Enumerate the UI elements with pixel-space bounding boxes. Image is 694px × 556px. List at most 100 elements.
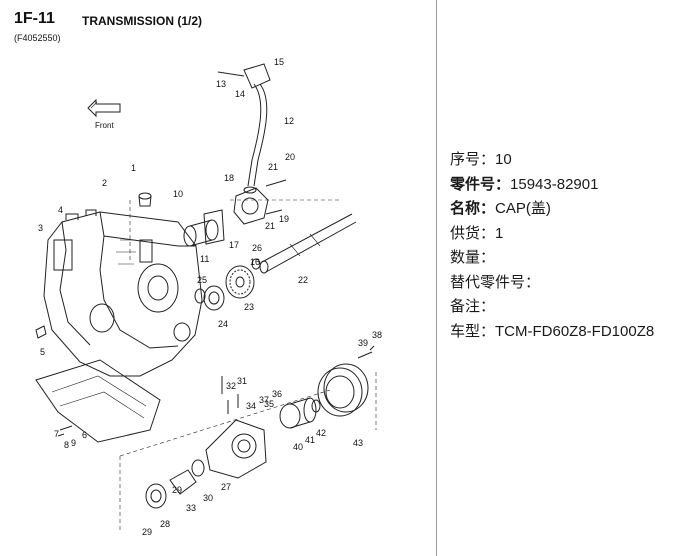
info-row: 名称：CAP(盖) — [450, 197, 690, 222]
callout-41: 41 — [305, 435, 315, 445]
callout-40: 40 — [293, 442, 303, 452]
callout-35: 35 — [264, 399, 274, 409]
callout-11: 11 — [200, 254, 209, 264]
part-43-drum — [317, 363, 369, 417]
info-row: 车型：TCM-FD60Z8-FD100Z8 — [450, 320, 690, 345]
part-24-bearing — [203, 285, 225, 311]
part-23-gear — [225, 265, 255, 299]
callout-38: 38 — [372, 330, 382, 340]
bolts-7-8-9 — [57, 425, 73, 437]
front-label: Front — [95, 121, 114, 130]
callout-23: 23 — [244, 302, 254, 312]
callout-28: 28 — [160, 519, 170, 529]
callout-17: 17 — [229, 240, 239, 250]
part-11-sleeve — [183, 219, 219, 247]
info-value: TCM-FD60Z8-FD100Z8 — [495, 322, 655, 340]
transmission-housing — [43, 209, 203, 377]
part-17-gasket — [203, 209, 225, 245]
info-row: 零件号：15943-82901 — [450, 173, 690, 198]
info-label: 名称： — [450, 200, 496, 217]
centre-lines — [119, 199, 377, 530]
callout-7: 7 — [54, 429, 59, 439]
info-value: CAP(盖) — [495, 200, 551, 217]
callout-39: 39 — [358, 338, 368, 348]
info-label: 车型： — [450, 322, 496, 340]
info-label: 替代零件号： — [450, 273, 541, 291]
info-label: 供货： — [450, 224, 496, 242]
callout-10: 10 — [173, 189, 183, 199]
section-title: TRANSMISSION (1/2) — [82, 14, 203, 28]
callout-20: 20 — [285, 152, 295, 162]
part-25-ring — [194, 288, 206, 304]
callout-16: 16 — [250, 257, 260, 267]
callout-4: 4 — [58, 205, 63, 215]
callout-43: 43 — [353, 438, 363, 448]
callout-34: 34 — [246, 401, 256, 411]
callout-42: 42 — [316, 428, 326, 438]
callout-24: 24 — [218, 319, 228, 329]
callout-21b: 21 — [265, 221, 275, 231]
parts-diagram: 1F-11 TRANSMISSION (1/2) (F4052550) — [14, 10, 382, 537]
info-value: 15943-82901 — [510, 175, 599, 193]
part-10-cap — [138, 192, 152, 207]
callout-29: 29 — [172, 485, 182, 495]
callout-6: 6 — [82, 430, 87, 440]
info-value: 1 — [495, 224, 504, 242]
callout-27: 27 — [221, 482, 231, 492]
callout-5: 5 — [40, 347, 45, 357]
info-row: 备注： — [450, 295, 690, 320]
callout-36: 36 — [272, 389, 282, 399]
exploded-view-drawing: 1234567891011121314151617181920212122232… — [35, 57, 382, 537]
part-28-bearing — [145, 483, 167, 509]
part-5-plug — [35, 325, 47, 339]
callout-22: 22 — [298, 275, 308, 285]
part-42-washer — [311, 399, 321, 413]
info-value: 10 — [495, 151, 512, 168]
callout-32: 32 — [226, 381, 236, 391]
part-27-case — [205, 419, 267, 479]
callout-31: 31 — [237, 376, 247, 386]
callout-19: 19 — [279, 214, 289, 224]
callout-13: 13 — [216, 79, 226, 89]
callout-9: 9 — [71, 438, 76, 448]
callout-15: 15 — [274, 57, 284, 67]
callout-29b: 29 — [142, 527, 152, 537]
info-row: 序号：10 — [450, 148, 690, 173]
part-26-ring — [251, 258, 261, 270]
info-label: 序号： — [450, 151, 496, 168]
callout-3: 3 — [38, 223, 43, 233]
selector-housing — [233, 179, 287, 225]
part-22-shaft — [259, 213, 357, 274]
callout-21: 21 — [268, 162, 278, 172]
callout-1: 1 — [131, 163, 136, 173]
bottom-cover — [35, 359, 161, 443]
callout-33: 33 — [186, 503, 196, 513]
callout-30: 30 — [203, 493, 213, 503]
callout-12: 12 — [284, 116, 294, 126]
part-40-flange — [279, 397, 317, 429]
panel-divider — [436, 0, 437, 556]
info-row: 数量： — [450, 246, 690, 271]
info-row: 替代零件号： — [450, 271, 690, 296]
info-row: 供货：1 — [450, 222, 690, 247]
front-arrow-icon — [87, 98, 121, 118]
callout-18: 18 — [224, 173, 234, 183]
callout-37: 37 — [259, 395, 269, 405]
info-label: 备注： — [450, 298, 496, 315]
part-29-seal — [169, 469, 197, 495]
callout-14: 14 — [235, 89, 245, 99]
callout-2: 2 — [102, 178, 107, 188]
section-subtitle: (F4052550) — [14, 33, 61, 43]
part-12-lever — [217, 63, 271, 187]
info-label: 零件号： — [450, 175, 511, 193]
callout-25: 25 — [197, 275, 207, 285]
part-30-ring — [191, 459, 205, 477]
callout-26: 26 — [252, 243, 262, 253]
bolts-31-32 — [221, 376, 239, 414]
section-code: 1F-11 — [14, 10, 55, 27]
bolts-38-39 — [357, 345, 375, 359]
info-label: 数量： — [450, 249, 496, 266]
callout-8: 8 — [64, 440, 69, 450]
